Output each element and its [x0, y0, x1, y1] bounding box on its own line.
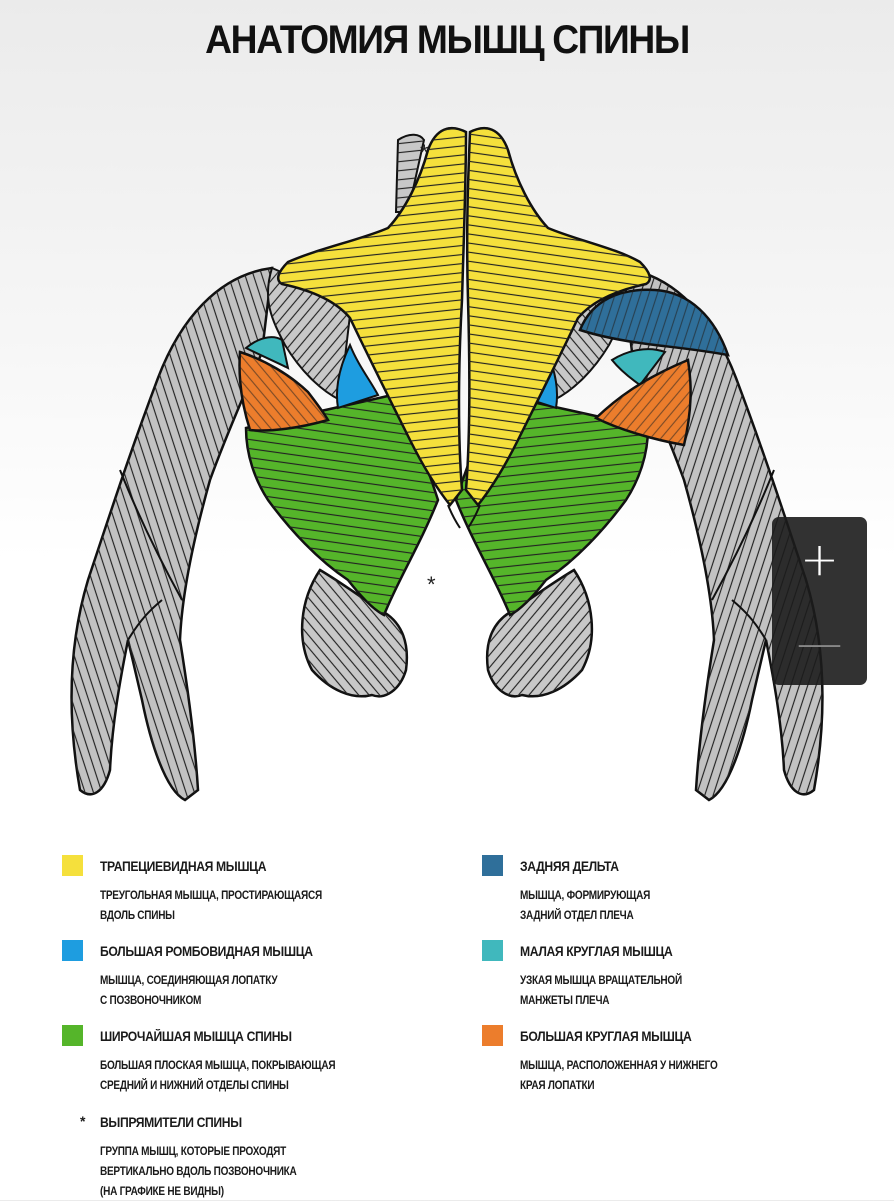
rhomboid-left: [335, 342, 380, 410]
footnote-star: *: [80, 1113, 86, 1129]
zoom-out-icon: —: [796, 616, 843, 670]
legend-desc: УЗКАЯ МЫШЦА ВРАЩАТЕЛЬНОЙ МАНЖЕТЫ ПЛЕЧА: [520, 973, 682, 1007]
page-title: АНАТОМИЯ МЫШЦ СПИНЫ: [205, 18, 690, 62]
legend-name: ТРАПЕЦИЕВИДНАЯ МЫШЦА: [100, 859, 267, 874]
legend-desc: МЫШЦА, РАСПОЛОЖЕННАЯ У НИЖНЕГО КРАЯ ЛОПА…: [520, 1058, 718, 1092]
legend-name: БОЛЬШАЯ КРУГЛАЯ МЫШЦА: [520, 1029, 692, 1044]
zoom-control: + —: [772, 517, 867, 685]
legend: ТРАПЕЦИЕВИДНАЯ МЫШЦА ТРЕУГОЛЬНАЯ МЫШЦА, …: [0, 845, 894, 1200]
zoom-in-icon: +: [800, 532, 839, 586]
teres-minor-right: [610, 348, 667, 387]
legend-desc: МЫШЦА, СОЕДИНЯЮЩАЯ ЛОПАТКУ С ПОЗВОНОЧНИК…: [100, 973, 278, 1007]
teres-minor-left: [244, 336, 290, 370]
zoom-in-button[interactable]: +: [772, 517, 867, 601]
legend-name: ЗАДНЯЯ ДЕЛЬТА: [520, 859, 619, 874]
swatch-teres-major: [482, 1025, 503, 1046]
legend-desc: ТРЕУГОЛЬНАЯ МЫШЦА, ПРОСТИРАЮЩАЯСЯ ВДОЛЬ …: [100, 888, 322, 922]
legend-name: ВЫПРЯМИТЕЛИ СПИНЫ: [100, 1115, 242, 1130]
back-muscles-diagram: * *: [70, 127, 824, 802]
legend-desc: БОЛЬШАЯ ПЛОСКАЯ МЫШЦА, ПОКРЫВАЮЩАЯ СРЕДН…: [100, 1058, 336, 1092]
swatch-rhomboid: [62, 940, 83, 961]
legend-name: МАЛАЯ КРУГЛАЯ МЫШЦА: [520, 944, 673, 959]
swatch-latissimus: [62, 1025, 83, 1046]
swatch-posterior-delt: [482, 855, 503, 876]
swatch-teres-minor: [482, 940, 503, 961]
legend-desc: ГРУППА МЫШЦ, КОТОРЫЕ ПРОХОДЯТ ВЕРТИКАЛЬН…: [100, 1144, 297, 1198]
swatch-trapezius: [62, 855, 83, 876]
zoom-out-button[interactable]: —: [772, 601, 867, 685]
legend-desc: МЫШЦА, ФОРМИРУЮЩАЯ ЗАДНИЙ ОТДЕЛ ПЛЕЧА: [520, 888, 651, 922]
left-arm: [70, 266, 274, 802]
legend-name: БОЛЬШАЯ РОМБОВИДНАЯ МЫШЦА: [100, 944, 313, 959]
star-mark-lower-back: *: [427, 572, 436, 597]
star-mark-neck: *: [420, 140, 429, 165]
legend-name: ШИРОЧАЙШАЯ МЫШЦА СПИНЫ: [100, 1029, 292, 1044]
